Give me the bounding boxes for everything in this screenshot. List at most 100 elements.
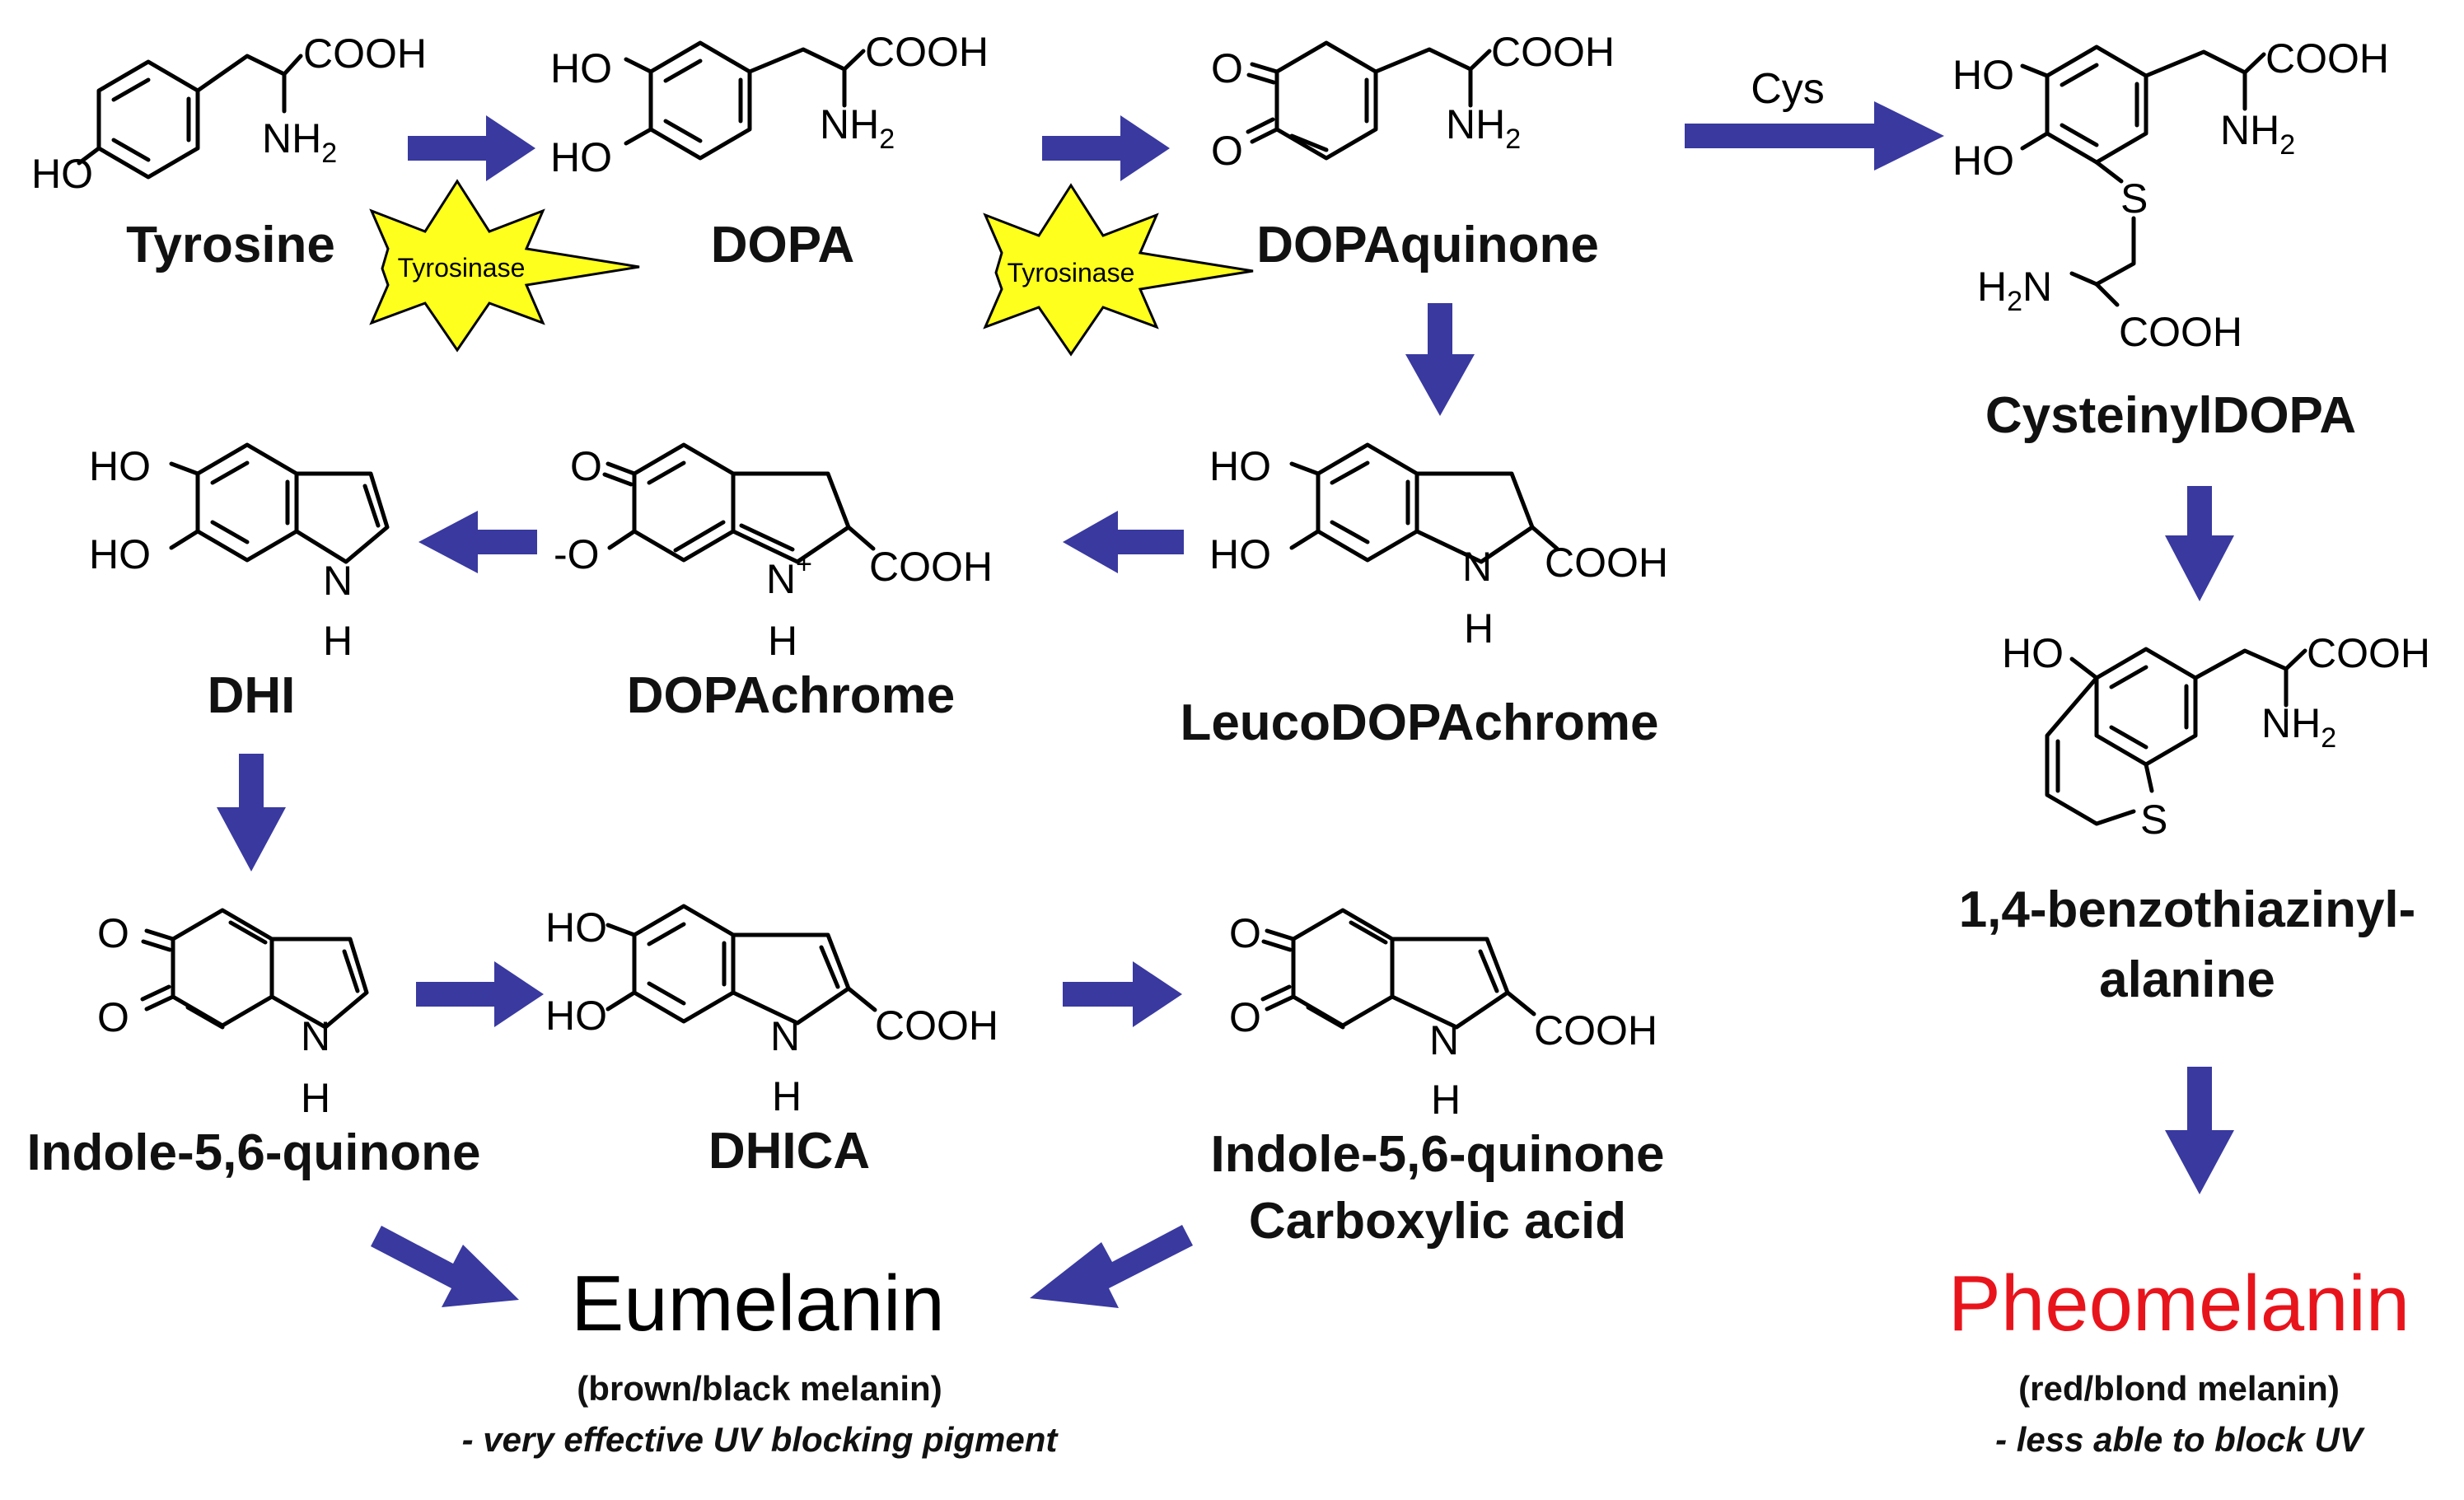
dopa-ho-label-2: HO [550, 134, 612, 180]
arrow-benzothiazinyl-to-pheomelanin [2165, 1067, 2234, 1194]
benzothiazinyl-double-bond [2109, 725, 2148, 750]
cysteinyldopa-double-bond [2060, 63, 2099, 87]
dhi-pyrrole-double-bond [362, 484, 381, 528]
dopa-oh-bond-2 [624, 127, 653, 146]
benzothiazinyl-cooh-label: COOH [2307, 630, 2430, 676]
dopa-side-chain [747, 47, 866, 74]
cysteine-cooh-label: COOH [2119, 309, 2242, 355]
cysteinyldopa-cooh-label: COOH [2265, 35, 2389, 82]
iqca-n-label: N [1429, 1017, 1459, 1063]
dopaquinone-side-chain [1373, 47, 1492, 74]
indole-quinone-h-label: H [301, 1075, 330, 1121]
leucodopachrome-structure: HO HO N H COOH LeucoDOPAchrome [1180, 442, 1668, 751]
pheomelanin-note: - less able to block UV [1995, 1420, 2365, 1459]
pheomelanin-title: Pheomelanin [1948, 1259, 2410, 1348]
dhica-n-label: N [770, 1013, 800, 1059]
iqca-pyrrole-ring [1390, 937, 1510, 1030]
dopachrome-carboxyl-bond [846, 525, 876, 551]
leucodopachrome-h-label: H [1464, 605, 1494, 652]
tyrosine-nh2-label: NH2 [262, 115, 337, 169]
dhica-h-label: H [772, 1073, 802, 1119]
iqca-o-label-1: O [1229, 910, 1261, 956]
benzothiazinyl-name-line-2: alanine [2099, 951, 2275, 1008]
dopaquinone-name: DOPAquinone [1256, 217, 1599, 273]
enzyme-burst-shape [983, 183, 1254, 357]
dopa-ho-label-1: HO [550, 45, 612, 91]
leucodopachrome-ho-label-2: HO [1209, 531, 1271, 577]
indole-quinone-carbonyl-2 [144, 994, 175, 1012]
dopaquinone-double-bond [1289, 133, 1329, 152]
eumelanin-product: Eumelanin (brown/black melanin) - very e… [462, 1259, 1059, 1459]
arrow-indole-quinone-to-eumelanin [371, 1226, 519, 1307]
dhica-oh-bond-1 [605, 923, 637, 937]
arrow-dopachrome-to-dhi [418, 511, 537, 573]
indole-quinone-pyrrole-double-bond [342, 949, 360, 993]
dopaquinone-carbonyl-2 [1250, 127, 1279, 144]
arrow-dopa-to-dopaquinone [1042, 115, 1170, 181]
dhi-oh-bond-1 [169, 461, 200, 476]
dopachrome-h-label: H [768, 618, 797, 664]
iqca-carboxyl-bond [1505, 990, 1536, 1016]
dhica-double-bond [647, 922, 686, 946]
leucodopachrome-double-bond [1330, 520, 1370, 544]
leucodopachrome-ho-label-1: HO [1209, 443, 1271, 489]
cysteinyldopa-ho-label-1: HO [1952, 52, 2014, 98]
dhi-name: DHI [208, 667, 296, 724]
leucodopachrome-name: LeucoDOPAchrome [1180, 694, 1658, 751]
dopachrome-double-bond [647, 460, 686, 485]
dopa-name: DOPA [711, 217, 855, 273]
dhi-n-label: N [323, 558, 353, 604]
leucodopachrome-carboxyl-bond [1530, 525, 1559, 551]
arrow-dopaquinone-to-cysteinyldopa [1685, 101, 1944, 171]
arrow-indole-quinone-to-dhica [416, 961, 544, 1027]
arrow-leucodopachrome-to-dopachrome [1063, 511, 1184, 573]
indole-quinone-name: Indole-5,6-quinone [26, 1124, 480, 1181]
tyrosine-ho-label: HO [31, 151, 93, 197]
dopachrome-structure: O -O N+ H COOH DOPAchrome [554, 442, 993, 724]
tyrosine-oh-bond [77, 146, 101, 166]
dhi-ho-label-1: HO [89, 443, 151, 489]
indole-quinone-structure: O O N H Indole-5,6-quinone [26, 908, 481, 1181]
tyrosine-name: Tyrosine [126, 217, 335, 273]
tyrosine-double-bond [111, 138, 151, 162]
cysteinyldopa-double-bond [2060, 123, 2099, 147]
eumelanin-description: (brown/black melanin) [577, 1369, 942, 1408]
dopaquinone-carbonyl-2 [1246, 117, 1275, 134]
iqca-carbonyl-1 [1265, 928, 1296, 942]
pheomelanin-product: Pheomelanin (red/blond melanin) - less a… [1948, 1259, 2410, 1459]
iqca-carbonyl-2 [1260, 984, 1292, 1002]
tyrosine-cooh-label: COOH [303, 30, 427, 77]
dopaquinone-carbonyl-1 [1250, 62, 1279, 74]
dopa-double-bond [663, 58, 703, 83]
dopachrome-carbonyl-bond [605, 461, 637, 476]
dopaquinone-cooh-label: COOH [1491, 29, 1615, 75]
dhi-double-bond [210, 460, 250, 485]
dhica-cooh-label: COOH [875, 1002, 998, 1049]
leucodopachrome-oh-bond-2 [1289, 529, 1321, 550]
benzothiazinyl-name-line-1: 1,4-benzothiazinyl- [1959, 881, 2416, 938]
enzyme-burst-shape [369, 179, 640, 353]
dhica-ho-label-2: HO [545, 993, 607, 1039]
dopachrome-name: DOPAchrome [627, 667, 956, 724]
dopachrome-o-label: O [570, 443, 602, 489]
cysteinyldopa-nh2-label: NH2 [2220, 107, 2295, 161]
tyrosine-side-chain [195, 54, 303, 93]
dhica-structure: HO HO N H COOH DHICA [545, 904, 998, 1180]
dhica-double-bond [647, 981, 686, 1006]
dhi-double-bond [210, 520, 250, 544]
cysteinyldopa-ho-label-2: HO [1952, 138, 2014, 184]
tyrosinase-label-1: Tyrosinase [398, 253, 526, 283]
dopachrome-cooh-label: COOH [869, 544, 993, 590]
iqca-name-line-1: Indole-5,6-quinone [1210, 1126, 1664, 1183]
benzothiazinyl-oh-bond [2069, 657, 2099, 680]
benzothiazinyl-structure: HO S COOH NH2 1,4-benzothiazinyl- alanin… [1959, 630, 2430, 1008]
dhica-pyrrole-double-bond [819, 945, 840, 989]
dopaquinone-structure: O O COOH NH2 DOPAquinone [1211, 29, 1615, 273]
indole-quinone-carbonyl-1 [141, 939, 172, 952]
benzothiazinyl-nh2-label: NH2 [2261, 700, 2336, 754]
dopachrome-carbonyl-bond [602, 472, 634, 487]
dopa-nh2-label: NH2 [820, 101, 895, 155]
dopa-cooh-label: COOH [865, 29, 989, 75]
benzothiazinyl-double-bond [2109, 665, 2148, 689]
